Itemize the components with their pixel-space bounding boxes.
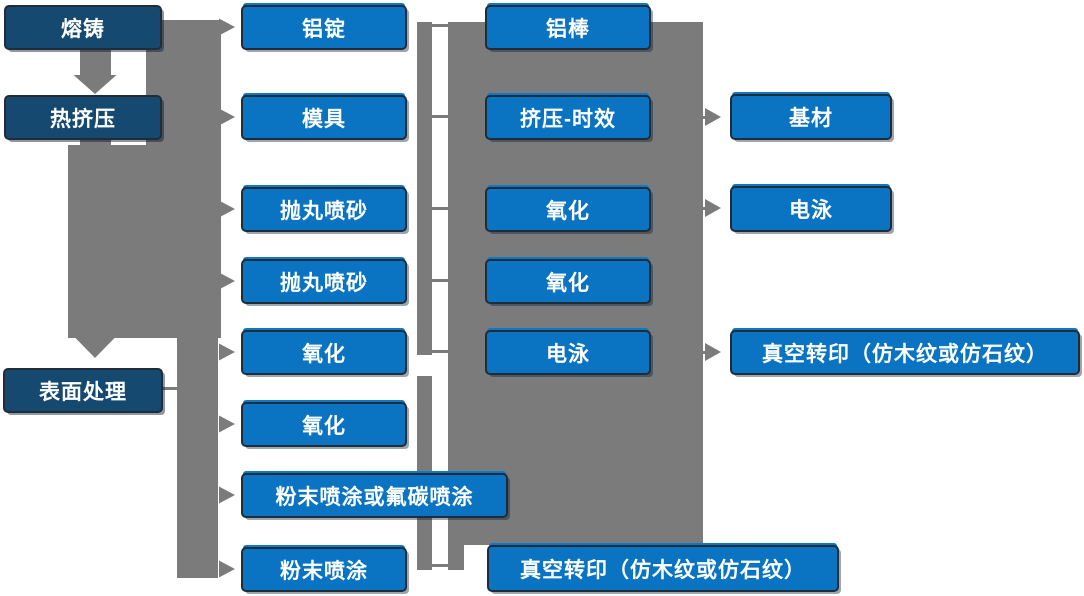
node-rongzhu: 熔铸: [4, 5, 162, 50]
band-merge-blob: [68, 145, 221, 338]
line-row-yanghua-3: [432, 207, 449, 210]
arrowhead-to-yanghua-1: [219, 343, 235, 361]
node-jiya-shixiao: 挤压-时效: [485, 95, 651, 140]
arrowhead-to-fenmopentu: [219, 560, 235, 578]
stem-to-dianyong-2: [696, 207, 707, 210]
line-row-lvbang: [432, 24, 449, 27]
node-zhenkong-right: 真空转印（仿木纹或仿石纹）: [730, 330, 1080, 375]
node-yanghua-1: 氧化: [241, 330, 407, 375]
node-yanghua-2: 氧化: [241, 402, 407, 447]
node-rejiya: 热挤压: [4, 95, 162, 140]
arrowhead-to-zhenkong-right: [705, 343, 721, 361]
stem-to-zhenkong-right: [696, 351, 707, 354]
arrowhead-to-jicai: [705, 108, 721, 126]
stem-to-jicai: [696, 116, 707, 119]
arrowhead-to-fenmo-futan: [219, 486, 235, 504]
big-bus-foot: [448, 545, 464, 570]
node-yanghua-4: 氧化: [485, 259, 651, 304]
node-dianyong-2: 电泳: [730, 186, 892, 232]
arrowhead-to-yanghua-2: [219, 415, 235, 433]
node-lvbang: 铝棒: [485, 5, 651, 50]
line-biaomian-to-band: [163, 387, 178, 390]
arrowhead-to-paowan-2: [219, 272, 235, 290]
arrowhead-down-to-rejiya: [73, 75, 117, 94]
line-row-yanghua-4: [432, 279, 449, 282]
arrowhead-to-lvding: [219, 18, 235, 36]
line-row-jiya: [432, 115, 449, 118]
arrowhead-to-dianyong-2: [705, 199, 721, 217]
line-row-dianyong: [432, 350, 449, 353]
node-fenmo-futan: 粉末喷涂或氟碳喷涂: [241, 473, 508, 518]
node-dianyong-1: 电泳: [485, 330, 651, 375]
node-jicai: 基材: [730, 94, 892, 140]
node-biaomianchuli: 表面处理: [3, 368, 163, 413]
band-mid-upper: [417, 22, 432, 355]
node-fenmopentu: 粉末喷涂: [241, 547, 407, 592]
arrowhead-to-paowan-1: [219, 200, 235, 218]
band-right-lower: [177, 338, 218, 578]
node-zhenkong-bottom: 真空转印（仿木纹或仿石纹）: [487, 545, 839, 592]
arrowhead-down-to-biaomian: [73, 336, 117, 358]
node-yanghua-3: 氧化: [485, 187, 651, 232]
node-moju: 模具: [241, 95, 407, 140]
arrowhead-to-moju: [219, 108, 235, 126]
node-lvding: 铝锭: [241, 5, 407, 50]
node-paowanpensha-1: 抛丸喷砂: [241, 187, 407, 232]
node-paowanpensha-2: 抛丸喷砂: [241, 259, 407, 304]
